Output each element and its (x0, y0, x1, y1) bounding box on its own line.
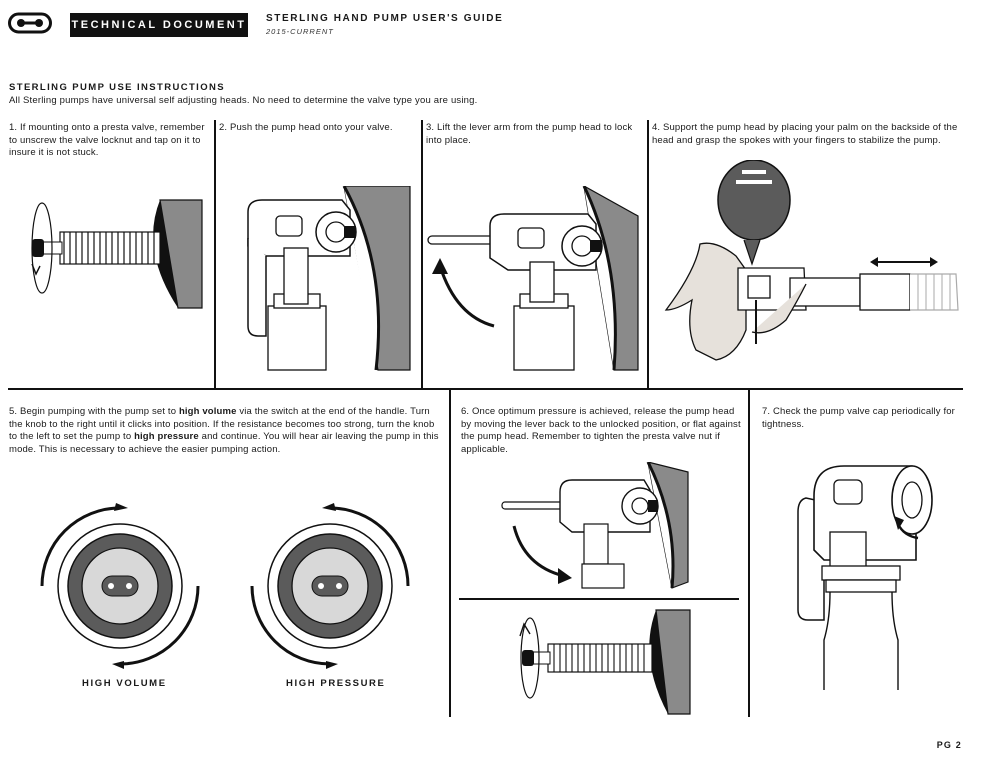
high-pressure-emphasis: high pressure (134, 431, 199, 442)
guide-title: STERLING HAND PUMP USER'S GUIDE (266, 13, 504, 24)
step-5-text: 5. Begin pumping with the pump set to hi… (9, 406, 439, 455)
high-volume-dial-illustration (40, 503, 200, 669)
step-7-text: 7. Check the pump valve cap periodically… (762, 406, 956, 430)
divider (421, 120, 423, 388)
divider (647, 120, 649, 388)
step-6-text: 6. Once optimum pressure is achieved, re… (461, 406, 741, 455)
step-6-release-illustration (501, 462, 689, 589)
high-pressure-dial-illustration (250, 503, 410, 669)
section-title: STERLING PUMP USE INSTRUCTIONS (9, 82, 226, 93)
guide-subtitle: 2015-CURRENT (266, 27, 334, 36)
brand-logo-icon (8, 12, 52, 34)
divider (8, 388, 963, 390)
section-intro: All Sterling pumps have universal self a… (9, 95, 478, 106)
step-2-text: 2. Push the pump head onto your valve. (219, 122, 393, 133)
high-volume-emphasis: high volume (178, 406, 237, 417)
high-pressure-label: HIGH PRESSURE (286, 678, 386, 689)
step-7-valve-cap-illustration (797, 465, 933, 690)
high-volume-label: HIGH VOLUME (82, 678, 167, 689)
divider (748, 389, 750, 717)
step-3-text: 3. Lift the lever arm from the pump head… (426, 122, 633, 146)
step-4-text: 4. Support the pump head by placing your… (652, 122, 958, 146)
divider (459, 598, 739, 600)
step-3-lever-illustration (427, 186, 639, 371)
document-type-tab: TECHNICAL DOCUMENT (70, 13, 248, 37)
step-4-hand-illustration (664, 160, 959, 361)
step-1-text: 1. If mounting onto a presta valve, reme… (9, 122, 205, 158)
step-1-valve-illustration (31, 199, 203, 309)
step-6-tighten-illustration (519, 609, 691, 715)
divider (449, 389, 451, 717)
page-number: PG 2 (936, 740, 962, 750)
step-2-pump-head-illustration (247, 186, 411, 371)
divider (214, 120, 216, 388)
